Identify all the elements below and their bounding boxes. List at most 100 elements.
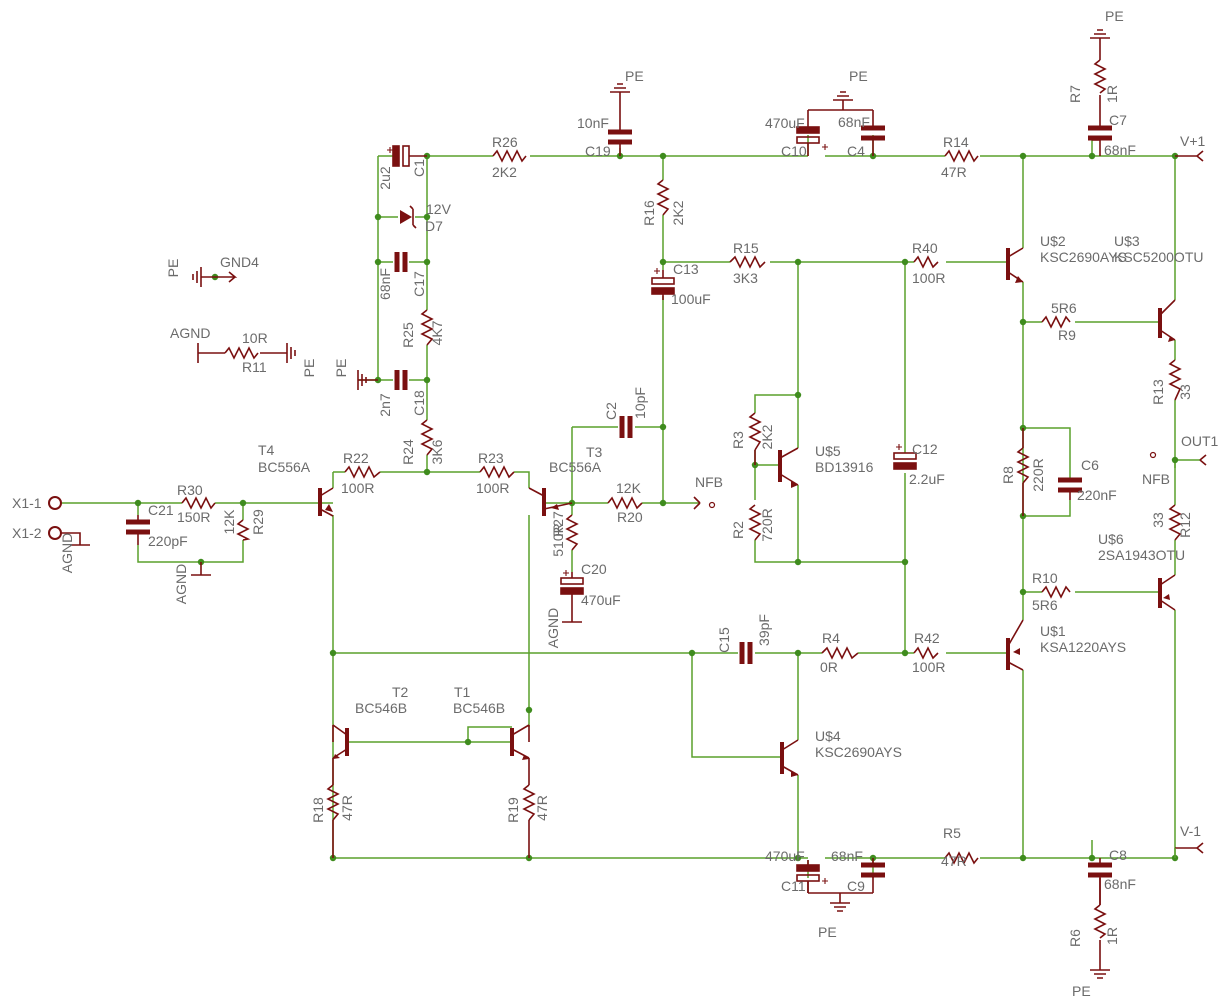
schematic-label: T2	[392, 684, 409, 700]
components	[181, 48, 1182, 965]
schematic-label: C6	[1081, 457, 1099, 473]
c7-capacitor	[1088, 125, 1112, 141]
schematic-label: 10R	[242, 330, 268, 346]
connectors	[48, 150, 1207, 858]
r8-resistor	[1016, 447, 1030, 484]
schematic-label: C20	[581, 561, 607, 577]
schematic-label: R26	[492, 134, 518, 150]
schematic-label: U$3	[1114, 233, 1140, 249]
agnd-ground-icon	[60, 532, 90, 546]
r3-resistor	[748, 412, 762, 451]
schematic-label: C1	[411, 159, 427, 177]
c1-capacitor	[392, 145, 427, 167]
schematic-label: R19	[505, 797, 521, 823]
pe-ground-icon	[610, 83, 630, 97]
schematic-label: R27	[550, 511, 566, 537]
schematic-label: R2	[730, 521, 746, 539]
schematic-label: U$5	[815, 443, 841, 459]
schematic-label: C17	[411, 271, 427, 297]
schematic-label: R20	[617, 509, 643, 525]
polarity-marks	[387, 144, 902, 884]
schematic-label: C13	[673, 261, 699, 277]
pe-ground-icon	[1090, 29, 1110, 48]
schematic-label: 2u2	[377, 166, 393, 190]
schematic-label: C11	[781, 878, 806, 894]
t2-transistor	[332, 724, 349, 759]
schematic-label: 720R	[759, 508, 775, 541]
schematic-label: R42	[914, 630, 940, 646]
schematic-label: R7	[1067, 85, 1083, 103]
schematic-label: R10	[1032, 570, 1058, 586]
c11-capacitor	[796, 864, 820, 893]
schematic-label: 12K	[616, 480, 642, 496]
r42-resistor	[913, 646, 939, 660]
schematic-label: 68nF	[377, 268, 393, 300]
schematic-label: C19	[585, 143, 611, 159]
schematic-label: PE	[849, 68, 868, 84]
agnd-ground-icon	[197, 343, 225, 363]
c15-capacitor	[739, 642, 753, 664]
schematic-label: C15	[716, 627, 732, 653]
schematic-label: R18	[310, 797, 326, 823]
x1-1-terminal	[48, 496, 62, 510]
schematic-label: 47R	[941, 164, 967, 180]
schematic-label: 470uF	[765, 115, 805, 131]
r26-resistor	[492, 149, 527, 163]
schematic-label: BD13916	[815, 459, 874, 475]
r40-resistor	[913, 255, 939, 269]
u5-transistor	[778, 447, 799, 486]
out1-terminal	[1199, 454, 1207, 466]
u6-transistor	[1158, 574, 1176, 611]
schematic-label: U$6	[1098, 531, 1124, 547]
r25-resistor	[420, 309, 434, 346]
schematic-label: V-1	[1180, 823, 1201, 839]
schematic-label: 3K3	[733, 270, 758, 286]
v-plus-terminal	[1175, 150, 1204, 162]
c13-capacitor	[651, 270, 675, 300]
schematic-label: X1-2	[12, 525, 42, 541]
pe-ground-icon	[808, 892, 873, 912]
schematic-label: R16	[641, 200, 657, 226]
schematic-label: 39pF	[756, 614, 772, 646]
schematic-label: 100uF	[671, 291, 711, 307]
schematic-label: R14	[943, 134, 969, 150]
x1-2-terminal	[48, 526, 62, 540]
schematic-label: AGND	[173, 564, 189, 604]
ground-symbols	[60, 29, 1110, 979]
schematic-label: C2	[603, 402, 619, 420]
schematic-label: 2K2	[670, 200, 686, 225]
schematic-label: R15	[733, 240, 759, 256]
c18-capacitor	[394, 370, 408, 390]
r10-resistor	[1041, 585, 1071, 599]
nfb-node	[1149, 451, 1157, 459]
schematic-label: 100R	[476, 480, 509, 496]
schematic-label: T4	[258, 442, 275, 458]
schematic-label: 150R	[177, 509, 210, 525]
schematic-label: 47R	[534, 795, 550, 821]
schematic-label: C10	[781, 143, 807, 159]
schematic-label: 68nF	[831, 848, 863, 864]
schematic-label: 1R	[1104, 927, 1120, 945]
pe-ground-icon	[357, 370, 378, 390]
schematic-label: 510R	[550, 523, 566, 556]
schematic-label: 10nF	[577, 115, 609, 131]
r7-resistor	[1093, 59, 1107, 94]
schematic-label: 2.2uF	[909, 471, 945, 487]
schematic-label: R8	[1000, 466, 1016, 484]
schematic-label: AGND	[59, 533, 75, 573]
schematic-label: C9	[847, 878, 865, 894]
nfb-arrow	[693, 496, 701, 510]
c10-capacitor	[796, 110, 820, 156]
schematic-label: R13	[1150, 379, 1166, 405]
schematic-label: 2SA1943OTU	[1098, 547, 1185, 563]
schematic-label: D7	[425, 218, 443, 234]
r30-resistor	[181, 496, 216, 510]
schematic-label: 68nF	[1104, 142, 1136, 158]
r20-resistor	[607, 496, 643, 510]
schematic-label: 68nF	[838, 114, 870, 130]
r22-resistor	[344, 465, 381, 479]
schematic-label: U$2	[1040, 233, 1066, 249]
schematic-label: R24	[400, 439, 416, 465]
t3-transistor	[528, 487, 573, 516]
